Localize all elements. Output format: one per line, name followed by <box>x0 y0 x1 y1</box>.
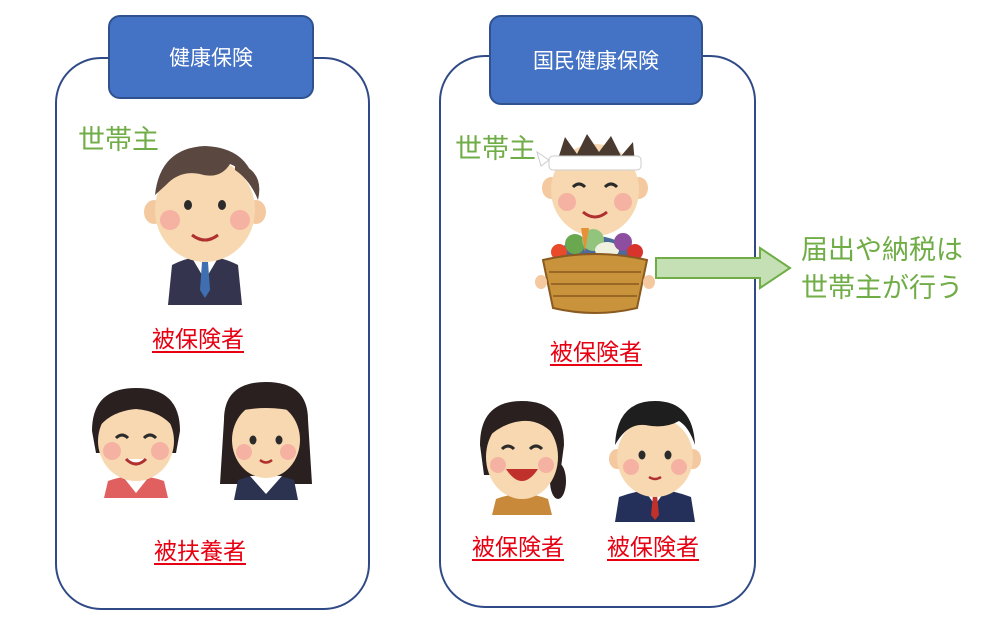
son-illustration <box>609 401 701 522</box>
member1-insured-label: 被保険者 <box>472 535 564 561</box>
right-head-label: 世帯主 <box>455 134 536 165</box>
left-head-label: 世帯主 <box>78 125 159 156</box>
wife-illustration <box>480 401 566 515</box>
farmer-illustration <box>535 134 655 314</box>
office-worker-illustration <box>144 146 266 305</box>
daughter-illustration <box>220 382 312 500</box>
note-line-2: 世帯主が行う <box>801 273 963 304</box>
note-line-1: 届出や納税は <box>801 235 963 266</box>
mother-illustration <box>92 388 180 498</box>
dependent-label: 被扶養者 <box>154 539 246 565</box>
left-insured-label: 被保険者 <box>152 327 244 353</box>
filing-tax-note: 届出や納税は 世帯主が行う <box>801 232 963 308</box>
right-insured-label: 被保険者 <box>550 340 642 366</box>
health-insurance-title: 健康保険 <box>108 15 314 99</box>
right-arrow-icon <box>655 246 792 290</box>
member2-insured-label: 被保険者 <box>607 535 699 561</box>
national-health-insurance-title: 国民健康保険 <box>489 15 703 105</box>
